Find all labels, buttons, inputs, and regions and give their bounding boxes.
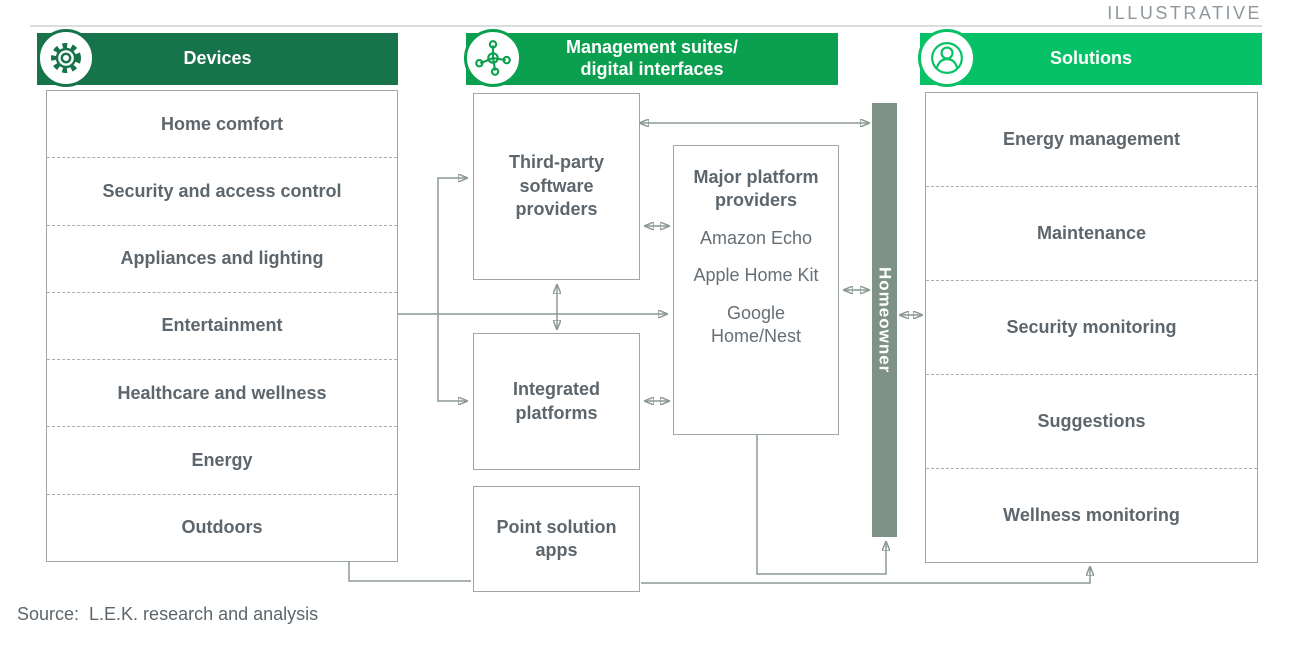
solution-item-wellness-monitoring: Wellness monitoring bbox=[926, 469, 1257, 562]
platform-google-home-nest: Google Home/Nest bbox=[710, 302, 802, 346]
platform-amazon-echo: Amazon Echo bbox=[699, 227, 813, 248]
point-solution-apps-box: Point solution apps bbox=[473, 486, 640, 592]
person-icon bbox=[918, 29, 976, 87]
point-solution-apps-label: Point solution apps bbox=[496, 516, 617, 560]
solution-item-label: Suggestions bbox=[1037, 411, 1146, 431]
arrow-pointsolution-solutions bbox=[641, 568, 1090, 584]
solutions-panel: Energy management Maintenance Security m… bbox=[925, 92, 1258, 563]
integrated-platforms-box: Integrated platforms bbox=[473, 333, 640, 470]
major-platform-providers-box: Major platform providers Amazon Echo App… bbox=[673, 145, 839, 435]
platform-apple-home-kit: Apple Home Kit bbox=[693, 265, 819, 286]
solution-item-energy-management: Energy management bbox=[926, 93, 1257, 187]
gear-icon bbox=[37, 29, 95, 87]
solution-item-suggestions: Suggestions bbox=[926, 375, 1257, 469]
device-item-label: Home comfort bbox=[160, 113, 283, 134]
device-item-label: Appliances and lighting bbox=[120, 248, 324, 269]
arrow-majorplatform-bottom-homeowner bbox=[756, 435, 886, 575]
third-party-software-label: Third-party software providers bbox=[508, 152, 604, 220]
device-item-label: Outdoors bbox=[181, 517, 263, 538]
device-item-energy: Energy bbox=[47, 427, 397, 495]
device-item-outdoors: Outdoors bbox=[47, 495, 397, 561]
homeowner-label: Homeowner bbox=[875, 266, 895, 374]
devices-header: Devices bbox=[37, 33, 398, 85]
management-header-title: Management suites/ digital interfaces bbox=[565, 37, 739, 79]
device-item-label: Security and access control bbox=[102, 180, 342, 201]
network-icon bbox=[464, 29, 522, 87]
integrated-platforms-label: Integrated platforms bbox=[512, 379, 600, 423]
device-item-home-comfort: Home comfort bbox=[47, 91, 397, 159]
line-devices-pointsolution bbox=[348, 562, 471, 582]
top-rule bbox=[30, 25, 1262, 27]
device-item-healthcare-wellness: Healthcare and wellness bbox=[47, 360, 397, 428]
devices-panel: Home comfort Security and access control… bbox=[46, 90, 398, 562]
device-item-label: Healthcare and wellness bbox=[117, 382, 327, 403]
solution-item-security-monitoring: Security monitoring bbox=[926, 281, 1257, 375]
device-item-security-access: Security and access control bbox=[47, 158, 397, 226]
device-item-label: Energy bbox=[191, 450, 253, 471]
solutions-header: Solutions bbox=[920, 33, 1262, 85]
solution-item-label: Wellness monitoring bbox=[1003, 505, 1180, 525]
source-note: Source: L.E.K. research and analysis bbox=[17, 604, 319, 624]
solutions-header-title: Solutions bbox=[1050, 48, 1132, 69]
solution-item-maintenance: Maintenance bbox=[926, 187, 1257, 281]
device-item-entertainment: Entertainment bbox=[47, 293, 397, 361]
management-header: Management suites/ digital interfaces bbox=[466, 33, 838, 85]
devices-header-title: Devices bbox=[183, 48, 252, 69]
arrow-devices-branch-thirdparty-integrated bbox=[437, 178, 466, 401]
solution-item-label: Security monitoring bbox=[1006, 317, 1177, 337]
device-item-label: Entertainment bbox=[161, 315, 283, 336]
solution-item-label: Maintenance bbox=[1036, 223, 1147, 243]
device-item-appliances-lighting: Appliances and lighting bbox=[47, 226, 397, 293]
third-party-software-box: Third-party software providers bbox=[473, 93, 640, 280]
solution-item-label: Energy management bbox=[1002, 129, 1181, 149]
illustrative-label: ILLUSTRATIVE bbox=[1107, 3, 1262, 23]
major-platform-providers-label: Major platform providers bbox=[693, 167, 819, 211]
homeowner-bar: Homeowner bbox=[872, 103, 897, 537]
